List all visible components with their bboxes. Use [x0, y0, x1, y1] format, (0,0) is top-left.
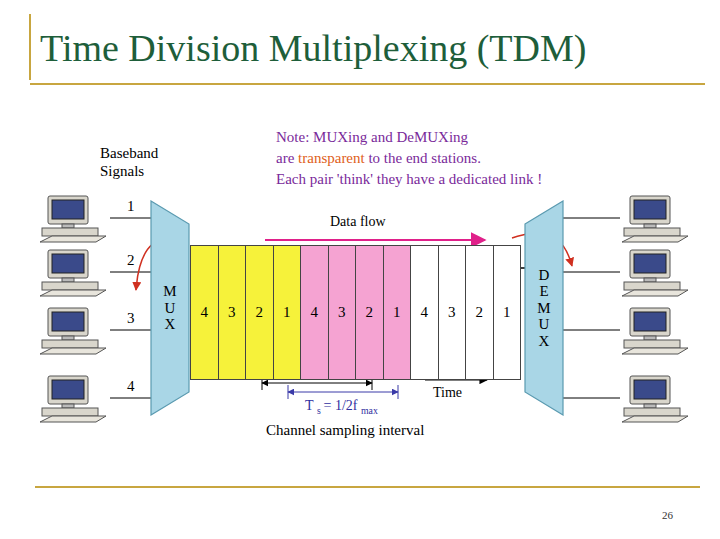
note-text: are — [276, 150, 294, 166]
channel-number: 2 — [127, 252, 135, 268]
computer-icon — [622, 196, 688, 242]
input-wire — [110, 398, 152, 399]
channel-number-line: 2 — [127, 251, 135, 269]
channel-number-line: 4 — [127, 377, 135, 395]
rule-line — [29, 14, 31, 80]
channel-number: 3 — [127, 310, 135, 326]
time-slot: 2 — [245, 245, 274, 380]
time-slot: 4 — [300, 245, 329, 380]
flow-label: Data flow — [330, 214, 386, 229]
channel-number: 4 — [127, 378, 135, 394]
interval-bracket — [288, 392, 398, 393]
note-text-line: Each pair 'think' they have a dedicated … — [276, 170, 542, 188]
slide-title: Time Division Multiplexing (TDM) — [40, 26, 586, 70]
interval-tick — [288, 385, 289, 399]
time-slot: 1 — [383, 245, 412, 380]
slot-number: 4 — [201, 304, 209, 321]
time-label: Time — [433, 385, 462, 400]
slot-number: 1 — [503, 304, 511, 321]
signals-label-line: Baseband Signals — [100, 144, 174, 180]
note-text: Each pair 'think' they have a dedicated … — [276, 171, 542, 187]
block-label: MUX — [163, 283, 178, 333]
flow-arrow — [265, 239, 485, 241]
interval-formula: s — [317, 405, 321, 416]
input-wire — [110, 218, 152, 219]
computer-icon — [40, 308, 106, 354]
input-wire — [110, 272, 152, 273]
page-number-line: 26 — [662, 509, 673, 522]
computer-icon — [40, 376, 106, 422]
channel-number: 1 — [127, 198, 135, 214]
interval-tick — [398, 385, 399, 399]
time-slot: 3 — [438, 245, 467, 380]
demux-block: DEMUX — [524, 200, 564, 416]
channel-number-line: 1 — [127, 197, 135, 215]
time-slot: 2 — [465, 245, 494, 380]
slot-number: 4 — [311, 304, 319, 321]
computer-icon — [40, 250, 106, 296]
note-text: Note: MUXing and DeMUXing — [276, 129, 468, 145]
output-wire — [563, 398, 620, 399]
slot-number: 3 — [228, 304, 236, 321]
time-slot: 1 — [493, 245, 522, 380]
computer-icon — [622, 250, 688, 296]
interval-bracket — [262, 383, 372, 384]
interval-formula-line: Ts= 1/2fmax — [305, 398, 380, 417]
slot-number: 1 — [283, 304, 291, 321]
time-slot: 4 — [190, 245, 219, 380]
page-number: 26 — [662, 509, 673, 521]
slot-number: 2 — [256, 304, 264, 321]
time-slot: 1 — [273, 245, 302, 380]
time-slot: 3 — [328, 245, 357, 380]
rule-line — [35, 486, 700, 488]
time-slot: 4 — [410, 245, 439, 380]
slot-number: 1 — [393, 304, 401, 321]
slot-number: 3 — [448, 304, 456, 321]
output-wire — [563, 330, 620, 331]
rule-line — [30, 83, 705, 85]
slot-number: 3 — [338, 304, 346, 321]
channel-number-line: 3 — [127, 309, 135, 327]
interval-formula: max — [361, 405, 378, 416]
flow-label-line: Data flow — [330, 214, 386, 231]
computer-icon — [622, 308, 688, 354]
computer-icon — [622, 376, 688, 422]
interval-formula: T — [305, 398, 314, 413]
input-wire — [110, 330, 152, 331]
output-wire — [563, 218, 620, 219]
note-text-line: aretransparentto the end stations. — [276, 149, 481, 167]
slot-number: 2 — [366, 304, 374, 321]
mux-block: MUX — [150, 200, 190, 416]
block-label: DEMUX — [537, 267, 552, 350]
computers — [40, 196, 688, 422]
time-slot: 3 — [218, 245, 247, 380]
interval-caption: Channel sampling interval — [266, 422, 424, 438]
signals-label: Baseband Signals — [100, 145, 158, 179]
note-text-line: Note: MUXing and DeMUXing — [276, 128, 468, 146]
interval-caption-line: Channel sampling interval — [266, 421, 424, 439]
note-text: to the end stations. — [368, 150, 481, 166]
interval-formula: = 1/2f — [324, 398, 358, 413]
computer-icon — [40, 196, 106, 242]
note-text: transparent — [298, 150, 365, 166]
slot-number: 4 — [421, 304, 429, 321]
output-wire — [563, 272, 620, 273]
time-slot: 2 — [355, 245, 384, 380]
time-label-line: Time — [433, 385, 462, 402]
slot-number: 2 — [476, 304, 484, 321]
